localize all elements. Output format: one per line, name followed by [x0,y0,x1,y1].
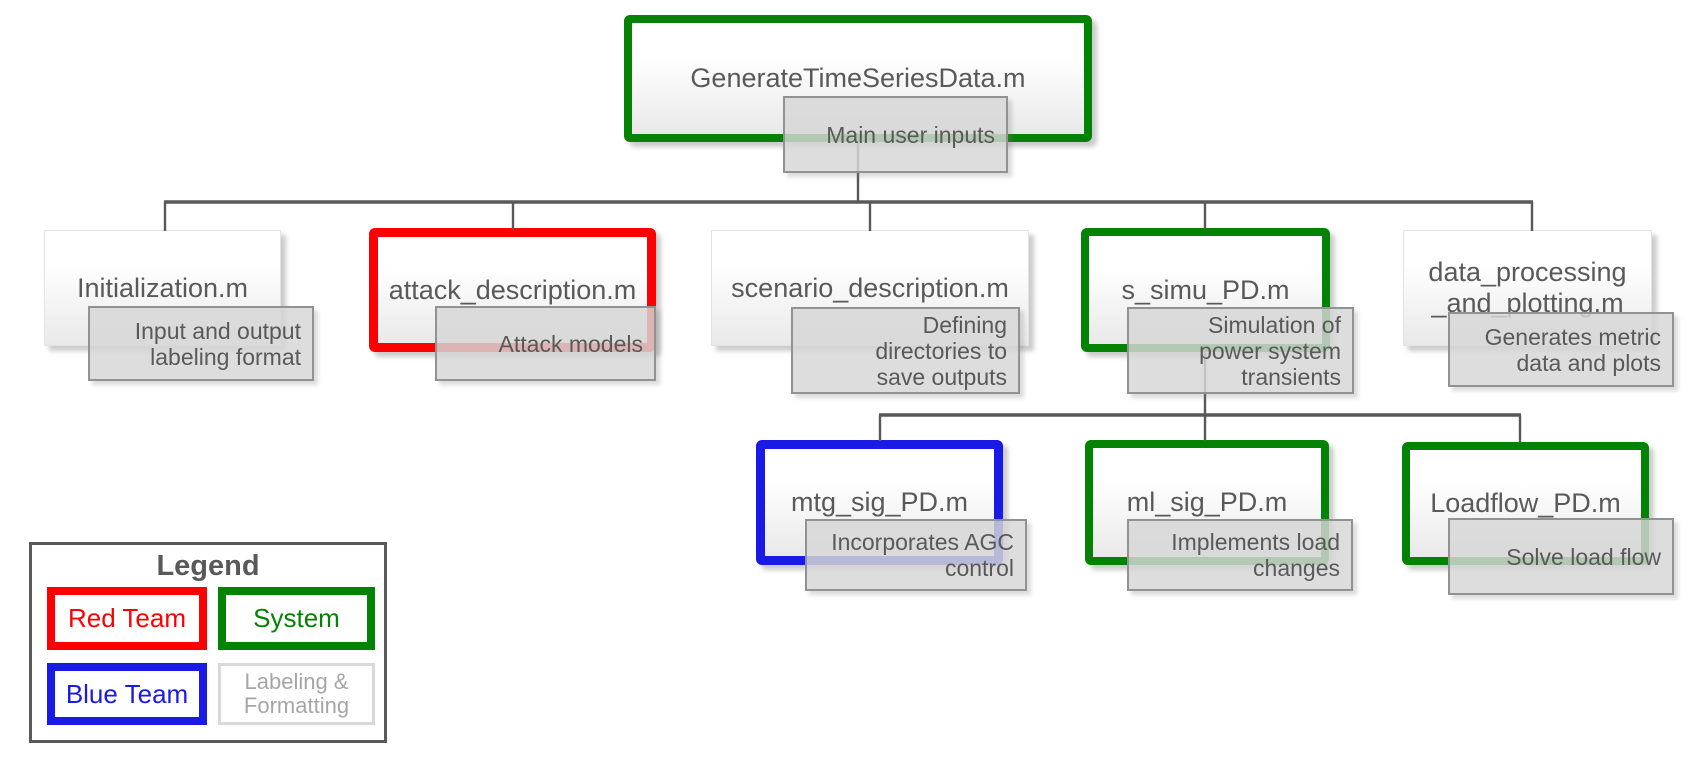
legend: Legend Red Team System Blue Team Labelin… [29,542,387,743]
node-label: s_simu_PD.m [1121,275,1289,306]
legend-item-label: System [253,603,340,633]
node-label: Loadflow_PD.m [1430,488,1621,519]
annotation-loadflow-pd: Solve load flow [1448,518,1674,595]
annotation-line: Implements load [1171,529,1340,555]
legend-item-label: Red Team [67,603,187,633]
annotation-generate-time-series-data: Main user inputs [783,96,1008,173]
node-label: GenerateTimeSeriesData.m [690,63,1025,94]
node-label: attack_description.m [389,275,637,306]
annotation-line: Input and output [134,317,301,344]
annotation-line: control [944,555,1014,581]
legend-item-label: Formatting [243,693,350,718]
annotation-line: Simulation of [1208,311,1341,338]
node-label-line: Loadflow_PD.m [1430,488,1621,518]
annotation-line: transients [1241,363,1341,390]
annotation-line: Incorporates AGC [831,529,1014,555]
legend-item-red-team: Red Team [47,587,207,650]
node-label: mtg_sig_PD.m [791,487,968,518]
annotation-line: Defining [922,311,1007,338]
annotation-line: save outputs [876,363,1007,390]
node-label-line: Initialization.m [76,272,249,303]
annotation-attack-description: Attack models [435,306,656,381]
annotation-line: Solve load flow [1506,543,1661,570]
node-label-line: ml_sig_PD.m [1126,487,1288,517]
node-label-line: s_simu_PD.m [1121,274,1290,305]
annotation-line: changes [1253,555,1340,581]
annotation-line: directories to [875,337,1007,364]
legend-item-label: Blue Team [65,678,189,709]
node-label-line: data_processing [1428,257,1627,287]
annotation-line: Generates metric [1484,323,1661,350]
node-mtg-sig-pd: mtg_sig_PD.m [756,440,1003,565]
annotation-line: power system [1199,337,1341,364]
node-label: Initialization.m [77,273,248,304]
node-label: scenario_description.m [731,273,1009,304]
legend-item-label: Labeling & [244,669,349,694]
node-label-line: GenerateTimeSeriesData.m [690,63,1026,93]
annotation-line: labeling format [150,343,301,370]
legend-title: Legend [156,550,260,582]
node-label-line: scenario_description.m [731,272,1009,303]
node-label-line: attack_description.m [388,274,637,305]
annotation-line: Attack models [498,330,643,357]
node-label-line: mtg_sig_PD.m [790,487,969,517]
annotation-line: data and plots [1516,349,1661,376]
annotation-line: Main user inputs [826,121,995,148]
node-label: ml_sig_PD.m [1127,487,1288,518]
legend-item-blue-team: Blue Team [47,663,207,725]
legend-item-labeling-formatting: Labeling & Formatting [218,663,375,725]
legend-item-system: System [218,587,375,650]
